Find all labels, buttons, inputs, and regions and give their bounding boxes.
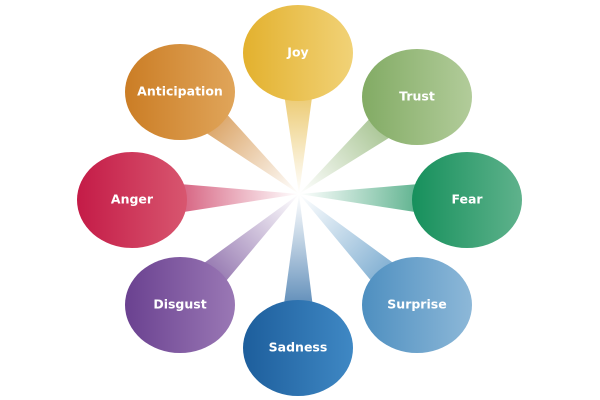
fear-bubble-shape: [412, 152, 522, 248]
surprise-bubble-shape: [362, 257, 472, 353]
sadness-bubble-shape: [243, 300, 353, 396]
trust-bubble-shape: [362, 49, 472, 145]
anticipation-label: Anticipation: [137, 84, 223, 99]
bubble-anticipation: Anticipation: [125, 44, 235, 140]
bubble-anger: Anger: [77, 152, 187, 248]
disgust-label: Disgust: [153, 297, 206, 312]
fear-label: Fear: [451, 192, 483, 207]
anger-bubble-shape: [77, 152, 187, 248]
anticipation-bubble-shape: [125, 44, 235, 140]
bubble-surprise: Surprise: [362, 257, 472, 353]
bubble-joy: Joy: [243, 5, 353, 101]
sadness-label: Sadness: [269, 340, 328, 355]
surprise-label: Surprise: [387, 297, 446, 312]
anger-label: Anger: [111, 192, 154, 207]
trust-label: Trust: [399, 89, 435, 104]
joy-label: Joy: [286, 45, 308, 60]
bubble-sadness: Sadness: [243, 300, 353, 396]
joy-bubble-shape: [243, 5, 353, 101]
bubble-trust: Trust: [362, 49, 472, 145]
disgust-bubble-shape: [125, 257, 235, 353]
bubble-disgust: Disgust: [125, 257, 235, 353]
bubble-fear: Fear: [412, 152, 522, 248]
